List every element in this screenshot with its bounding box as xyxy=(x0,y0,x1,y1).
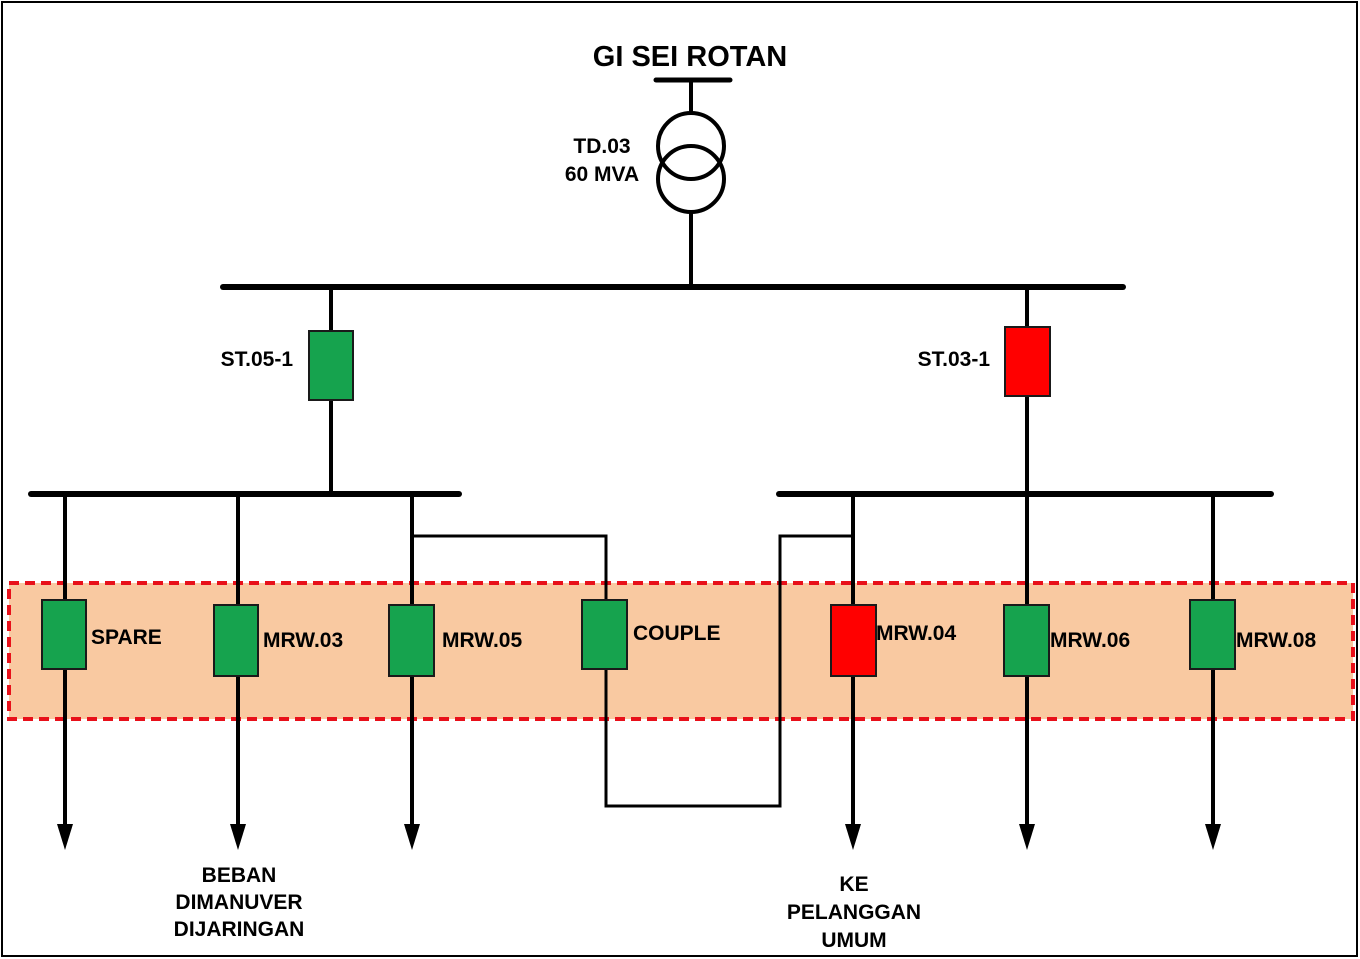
feeder-label-mrw-04: MRW.04 xyxy=(876,622,956,645)
arrow-down-icon xyxy=(845,824,861,850)
transformer-rating: 60 MVA xyxy=(565,163,639,186)
note-right-line-1: KE xyxy=(839,873,868,896)
arrow-down-icon xyxy=(230,824,246,850)
breaker-couple[interactable] xyxy=(581,599,628,670)
breaker-spare[interactable] xyxy=(41,599,87,670)
arrow-down-icon xyxy=(1205,824,1221,850)
note-left-line-1: BEBAN xyxy=(202,864,277,887)
arrow-down-icon xyxy=(404,824,420,850)
note-left-line-3: DIJARINGAN xyxy=(174,918,305,941)
note-right-line-2: PELANGGAN xyxy=(787,901,921,924)
note-left: BEBAN DIMANUVER DIJARINGAN xyxy=(174,864,305,941)
note-left-line-2: DIMANUVER xyxy=(175,891,302,914)
breaker-mrw-06[interactable] xyxy=(1003,604,1050,677)
breaker-mrw-08[interactable] xyxy=(1189,599,1236,670)
coupler-wires xyxy=(412,534,853,808)
breaker-mrw-05[interactable] xyxy=(388,604,435,677)
breaker-label-st-05-1: ST.05-1 xyxy=(221,348,294,371)
transformer-symbol xyxy=(656,111,726,214)
feeder-label-mrw-03: MRW.03 xyxy=(263,629,343,652)
breaker-mrw-04[interactable] xyxy=(830,604,877,677)
feeder-arrows xyxy=(57,824,1221,850)
substation-title: GI SEI ROTAN xyxy=(593,41,787,73)
feeder-label-couple: COUPLE xyxy=(633,622,721,645)
note-right-line-3: UMUM xyxy=(821,929,886,952)
arrow-down-icon xyxy=(1019,824,1035,850)
note-right: KE PELANGGAN UMUM xyxy=(787,873,921,952)
breaker-label-st-03-1: ST.03-1 xyxy=(918,348,991,371)
transformer-name: TD.03 xyxy=(573,135,630,158)
breaker-st-03-1[interactable] xyxy=(1004,326,1051,397)
feeder-label-mrw-06: MRW.06 xyxy=(1050,629,1130,652)
feeder-wires xyxy=(63,494,1215,826)
breaker-mrw-03[interactable] xyxy=(213,604,259,677)
arrow-down-icon xyxy=(57,824,73,850)
feeder-label-mrw-08: MRW.08 xyxy=(1236,629,1316,652)
feeder-label-spare: SPARE xyxy=(91,626,162,649)
breaker-st-05-1[interactable] xyxy=(308,330,354,401)
feeder-highlight-zone xyxy=(7,581,1355,721)
feeder-label-mrw-05: MRW.05 xyxy=(442,629,522,652)
